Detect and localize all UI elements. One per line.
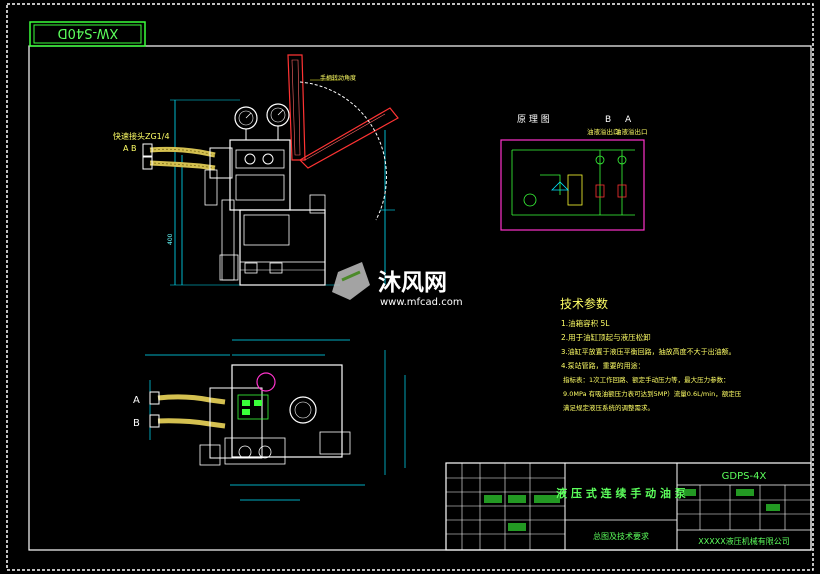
drawing-title: 液 压 式 连 续 手 动 油 泵 [556,486,686,500]
code-box-text: XW-S40D [58,25,119,40]
tech-params: 技术参数 1.油箱容积 5L 2.用于油缸顶起与液压松卸 3.油缸平放置于液压平… [560,296,742,412]
schematic-port-b: B [605,115,611,125]
watermark: 沐风网 www.mfcad.com [332,262,463,308]
plan-view: A B [133,339,406,501]
company-name: XXXXX液压机械有限公司 [698,536,789,546]
tech-param-5: 指标表：1次工作回路、额定手动压力等，最大压力参数： [563,375,730,384]
tech-param-3: 3.油缸平放置于液压平衡回路，抽放高度不大于出油额。 [561,347,736,356]
valve-left-label: 油液溢出口 [587,127,620,136]
side-view: 400 快速接头ZG1/4 A B [113,54,399,286]
tech-param-2: 2.用于油缸顶起与液压松卸 [561,332,651,342]
tech-param-1: 1.油箱容积 5L [561,318,610,328]
plan-label-a: A [133,395,140,406]
svg-text:400: 400 [167,233,174,245]
drawing-model: GDPS-4X [722,471,767,482]
watermark-cn: 沐风网 [378,270,447,296]
watermark-logo-icon [332,262,370,300]
watermark-url: www.mfcad.com [380,297,463,308]
tech-param-7: 满足规定液压系统的调整需求。 [563,403,654,412]
title-block: 液 压 式 连 续 手 动 油 泵 GDPS-4X 总图及技术要求 XXXXX液… [445,462,812,551]
tech-param-4: 4.泵站管路，重要的用途： [561,361,645,370]
port-label: 快速接头ZG1/4 [113,131,170,141]
inner-frame [28,45,812,551]
drawing-material: 总图及技术要求 [593,531,649,541]
schematic-port-a: A [625,115,632,125]
hydraulic-schematic: 原 理 图 B A 油液溢出口 油液溢出口 [500,114,648,231]
svg-text:手柄转动角度: 手柄转动角度 [320,74,356,82]
schematic-title: 原 理 图 [517,114,550,125]
tech-param-6: 9.0MPa 有吸油额压力表可达到5MP）流量0.6L/min，额定压 [563,389,742,398]
port-ab: A B [123,144,137,153]
plan-label-b: B [133,418,140,429]
tech-params-title: 技术参数 [560,296,608,311]
code-box: XW-S40D [29,21,146,47]
valve-right-label: 油液溢出口 [615,127,648,136]
outer-frame [6,3,814,571]
